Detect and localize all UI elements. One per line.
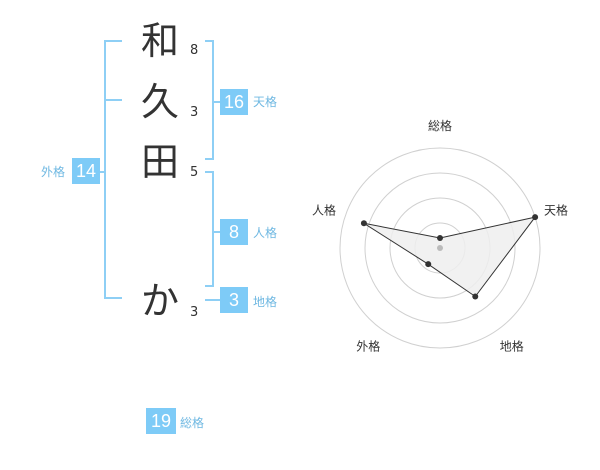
gaikaku-connector [98, 171, 106, 173]
chikaku-value: 3 [220, 287, 248, 313]
chikaku-label: 地格 [253, 295, 278, 309]
name-char-2: 久 [140, 80, 179, 124]
radar-axis-label: 総格 [428, 118, 452, 133]
gaikaku-bracket [104, 40, 106, 299]
tenkaku-bracket [212, 40, 214, 160]
stroke-count-2: 3 [190, 105, 199, 120]
radar-ring [364, 172, 516, 324]
gaikaku-bracket-bottom [104, 297, 122, 299]
radar-axis-label: 地格 [500, 339, 524, 354]
name-char-1: 和 [140, 19, 179, 63]
tenkaku-connector [212, 101, 220, 103]
radar-point [472, 293, 479, 300]
radar-point [532, 214, 539, 221]
radar-point [437, 235, 443, 241]
stroke-count-1: 8 [190, 43, 199, 58]
radar-axis-label: 人格 [312, 202, 336, 217]
gaikaku-value: 14 [72, 158, 100, 184]
radar-axis-label: 外格 [356, 339, 380, 354]
tenkaku-bracket-bottom [205, 158, 214, 160]
jinkaku-label: 人格 [253, 226, 278, 240]
name-char-4: か [140, 279, 179, 323]
jinkaku-bracket [212, 171, 214, 287]
gaikaku-label: 外格 [41, 165, 66, 179]
tenkaku-label: 天格 [253, 95, 278, 109]
radar-point [425, 261, 432, 268]
radar-center-dot [437, 245, 443, 251]
stroke-count-3: 5 [190, 165, 199, 180]
jinkaku-bracket-bottom [205, 285, 214, 287]
name-char-3: 田 [140, 140, 179, 184]
radar-point [360, 220, 367, 227]
radar-ring [339, 147, 541, 349]
radar-series-area [363, 216, 537, 298]
soukaku-value: 19 [146, 408, 176, 434]
stroke-count-4: 3 [190, 305, 199, 320]
radar-axis-label: 天格 [544, 202, 568, 217]
tenkaku-bracket-top [205, 40, 214, 42]
gaikaku-bracket-mid [104, 99, 122, 101]
jinkaku-value: 8 [220, 219, 248, 245]
soukaku-label: 総格 [180, 416, 205, 430]
chikaku-connector [205, 299, 220, 301]
gaikaku-bracket-top [104, 40, 122, 42]
jinkaku-connector [212, 231, 220, 233]
jinkaku-bracket-top [205, 171, 214, 173]
tenkaku-value: 16 [220, 89, 248, 115]
